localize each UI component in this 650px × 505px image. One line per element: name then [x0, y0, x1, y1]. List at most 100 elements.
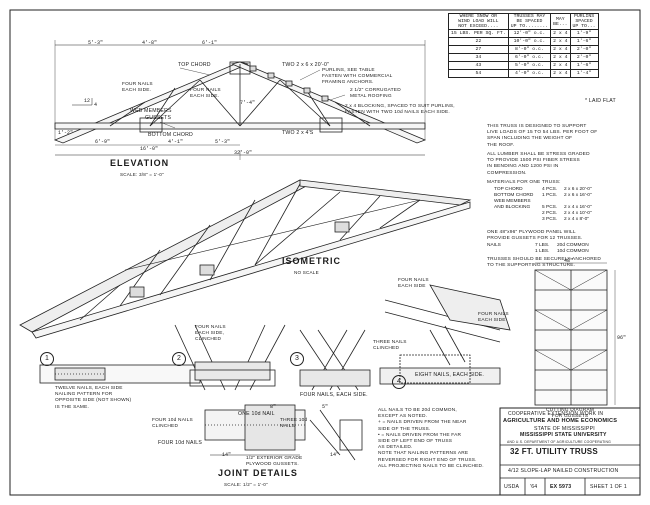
cell: 27 — [448, 45, 509, 54]
plywood-note: ONE 48"x96" PLYWOOD PANEL WILL PROVIDE G… — [487, 230, 583, 242]
three-nails-note: THREE NAILS CLINCHED — [373, 340, 407, 352]
isometric-scale: NO SCALE — [294, 270, 319, 275]
four-nails-right-note: FOUR NAILS EACH SIDE — [478, 312, 509, 324]
cell: 8'-0" o.c. — [507, 45, 552, 54]
material-row-cell: 2 x 4 x 10'-0" — [564, 211, 592, 216]
th-purlin-size: MAY BE... — [550, 13, 571, 30]
year-cell: '64 — [530, 484, 538, 490]
material-row-cell: 2 x 6 x 16'-0" — [564, 193, 592, 198]
slope-rise: 12 — [84, 98, 91, 104]
univ-line: MISSISSIPPI STATE UNIVERSITY — [520, 432, 607, 438]
material-row-cell: 2 PCS. — [542, 211, 558, 216]
dim-8: 5'-3" — [215, 139, 231, 145]
purlins-label: PURLINS, SEE TABLE FASTEN WITH COMMERCIA… — [322, 68, 393, 86]
cell: 22 — [448, 37, 509, 46]
spacing-table: WHERE SNOW OR WIND LOAD WILL NOT EXCEED.… — [448, 13, 599, 78]
joint-2-note: FOUR NAILS EACH SIDE, CLINCHED — [195, 325, 226, 343]
nail-row-cell: 20d COMMON — [557, 243, 589, 248]
state-line: STATE OF MISSISSIPPI — [534, 426, 595, 432]
ex-number-cell: EX 5973 — [550, 484, 572, 490]
cell: 2 x 4 — [550, 61, 571, 70]
detail-dim-2: 8" — [270, 404, 277, 410]
four-10d-clinched-label: FOUR 10d NAILS CLINCHED — [152, 418, 193, 430]
th-load: WHERE SNOW OR WIND LOAD WILL NOT EXCEED.… — [448, 13, 509, 30]
cell: 1'-9" — [569, 29, 599, 38]
project-title: 32 FT. UTILITY TRUSS — [510, 447, 598, 456]
dim-9: 16'-0" — [140, 146, 159, 152]
roofing-label: 2 1/2" CORRUGATED METAL ROOFING — [350, 88, 401, 100]
sheet-number-cell: SHEET 1 OF 1 — [590, 484, 627, 490]
joint-1-drawing — [39, 364, 201, 384]
four-10d-label: FOUR 10d NAILS — [158, 440, 203, 446]
dim-7: 4'-1" — [168, 139, 184, 145]
material-row-cell: 1 PCS. — [542, 193, 558, 198]
cutting-width-dim: 48" — [564, 258, 574, 264]
one-10d-nail-label: ONE 10d NAIL — [238, 411, 275, 417]
cell: 12'-0" o.c. — [507, 29, 552, 38]
sheet-border — [9, 9, 641, 496]
cutting-height-dim: 96" — [617, 335, 627, 341]
joint-4-note: EIGHT NAILS, EACH SIDE. — [415, 372, 485, 378]
isometric-title: ISOMETRIC — [282, 256, 342, 266]
joint-details-scale: SCALE: 1/2" = 1'-0" — [224, 482, 268, 487]
title-block-lines — [499, 407, 641, 496]
coop-line: COOPERATIVE EXTENSION WORK IN — [508, 411, 604, 417]
nail-row-cell: 7 LBS. — [535, 243, 550, 248]
joint-details-title: JOINT DETAILS — [218, 468, 298, 478]
lumber-note: ALL LUMBER SHALL BE STRESS GRADED TO PRO… — [487, 152, 590, 176]
joint-1-note: TWELVE NAILS, EACH SIDE NAILING PATTERN … — [55, 386, 132, 410]
detail-dim-1: 14" — [222, 452, 232, 458]
cell: 1'-6" — [569, 61, 599, 70]
material-row-cell: 2 x 4 x 8'-0" — [564, 217, 590, 222]
four-nails-top-note: FOUR NAILS EACH SIDE — [398, 278, 429, 290]
material-row-cell: BOTTOM CHORD — [494, 193, 534, 198]
nail-row-cell: 1 LBS. — [535, 249, 550, 254]
design-note: THIS TRUSS IS DESIGNED TO SUPPORT LIVE L… — [487, 124, 598, 148]
cell: 15 LBS. PER SQ. FT. — [448, 29, 509, 38]
joint-2-drawing — [174, 324, 286, 391]
cell: 10'-0" o.c. — [507, 37, 552, 46]
four-nails-label-1: FOUR NAILS EACH SIDE. — [122, 82, 153, 94]
elevation-truss — [53, 40, 427, 160]
cell: 34 — [448, 53, 509, 62]
project-subtitle: 4/12 SLOPE-LAP NAILED CONSTRUCTION — [508, 468, 619, 474]
cell: 2 x 4 — [550, 37, 571, 46]
cell: 2 x 4 — [550, 53, 571, 62]
cell: 2'-0" — [569, 45, 599, 54]
cell: 2'-0" — [569, 53, 599, 62]
cutting-diagram-drawing — [534, 262, 616, 406]
nail-row-cell: 10d COMMON — [557, 249, 589, 254]
cell: 2 x 4 — [550, 29, 571, 38]
dim-1: 5'-3" — [88, 40, 104, 46]
general-nail-notes: ALL NAILS TO BE 20d COMMON, EXCEPT AS NO… — [378, 408, 484, 469]
material-row-cell: 4 PCS. — [542, 187, 558, 192]
cell: 4'-0" o.c. — [507, 69, 552, 78]
two-2x6-label: TWO 2 x 6 x 20'-0" — [282, 62, 330, 68]
elevation-scale: SCALE: 3/8" = 1'-0" — [120, 172, 164, 177]
agency-cell: USDA — [504, 484, 520, 490]
detail-dim-4: 14" — [330, 452, 340, 458]
material-row-cell: 2 x 6 x 20'-0" — [564, 187, 592, 192]
dim-12: 7'-4" — [240, 100, 256, 106]
cell: 5'-0" o.c. — [507, 61, 552, 70]
anchor-note: TRUSSES SHOULD BE SECURELY ANCHORED TO T… — [487, 257, 601, 269]
th-truss-spacing: TRUSSES MAY BE SPACED UP TO........ — [507, 13, 552, 30]
two-2x4-label: TWO 2 x 4'S — [282, 130, 314, 136]
cell: 1'-4" — [569, 69, 599, 78]
joint-4-marker: 4 — [392, 375, 406, 389]
table-footnote: * LAID FLAT — [585, 98, 616, 104]
material-row-cell: TOP CHORD — [494, 187, 523, 192]
gussets-label: GUSSETS — [145, 115, 172, 121]
dim-11: 1'-2" — [58, 130, 74, 136]
isometric-truss — [19, 179, 472, 339]
material-row-cell: AND BLOCKING — [494, 205, 531, 210]
web-members-label: WEB MEMBERS — [130, 108, 172, 114]
cell: 6'-0" o.c. — [507, 53, 552, 62]
